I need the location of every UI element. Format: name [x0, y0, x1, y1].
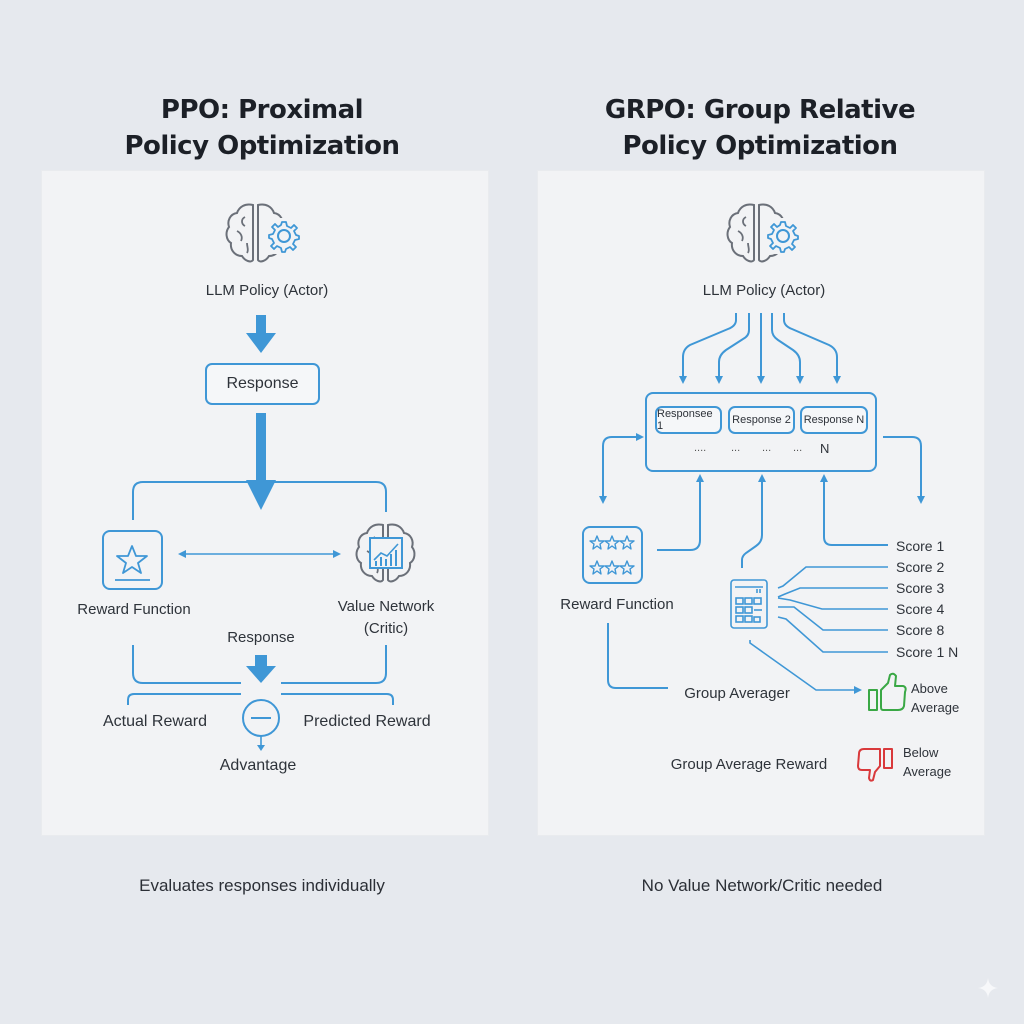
grpo-score-4: Score 4: [896, 601, 945, 617]
ppo-policy-label: LLM Policy (Actor): [205, 282, 329, 299]
grpo-response-2: Response 2: [728, 406, 795, 434]
grpo-group-averager-label: Group Averager: [684, 685, 790, 702]
grpo-calculator-icon: [730, 579, 768, 629]
ppo-arrow-response-down: [246, 413, 276, 510]
grpo-thumbs-down-icon: [857, 748, 893, 782]
ppo-actual-reward-label: Actual Reward: [102, 713, 208, 730]
ppo-left-lower-connector: [132, 645, 241, 684]
ppo-value-network-line2: (Critic): [363, 620, 409, 637]
grpo-thumbs-up-icon: [868, 672, 907, 711]
ppo-brain-chart-icon: [355, 523, 416, 583]
ppo-caption: Evaluates responses individually: [139, 876, 385, 895]
ppo-arrow-response-to-advantage: [246, 655, 276, 683]
ppo-title-line2: Policy Optimization: [124, 131, 400, 161]
grpo-response-1: Responsee 1: [655, 406, 722, 434]
grpo-policy-label: LLM Policy (Actor): [702, 282, 826, 299]
ppo-branch-connector: [132, 481, 387, 520]
grpo-group-average-reward-label: Group Average Reward: [670, 756, 828, 773]
grpo-above-line2: Average: [911, 700, 960, 715]
grpo-above-line1: Above: [911, 681, 948, 696]
grpo-response-n: Response N: [800, 406, 868, 434]
ppo-minus-circle-icon: [242, 699, 280, 751]
grpo-calculator-to-above: [749, 640, 862, 694]
grpo-ellipsis-3: ...: [762, 442, 772, 454]
grpo-right-down-arrow: [883, 436, 925, 504]
ppo-arrow-policy-to-response: [246, 315, 276, 353]
ppo-value-network-line1: Value Network: [337, 598, 435, 615]
grpo-score-1: Score 1: [896, 538, 945, 554]
grpo-below-average-label: Below Average: [903, 743, 951, 781]
grpo-ellipsis-2: ...: [731, 442, 741, 454]
grpo-up-arrow-calculator: [741, 474, 766, 568]
grpo-fanout-arrows: [679, 313, 841, 384]
grpo-score-lines: [777, 566, 888, 653]
grpo-ellipsis-1: ....: [694, 442, 707, 454]
ppo-value-network-label: Value Network (Critic): [338, 596, 434, 640]
ppo-panel: [41, 170, 489, 836]
grpo-below-line1: Below: [903, 745, 939, 760]
sparkle-icon: [978, 978, 998, 998]
grpo-below-line2: Average: [903, 764, 952, 779]
grpo-score-3: Score 3: [896, 580, 945, 596]
grpo-brain-gear-icon: [726, 203, 802, 263]
ppo-reward-function-label: Reward Function: [77, 601, 191, 618]
grpo-title: GRPO: Group Relative Policy Optimization: [540, 92, 980, 164]
ppo-brain-gear-icon: [225, 203, 302, 263]
grpo-reward-to-averager: [607, 623, 668, 689]
grpo-score-8: Score 8: [896, 622, 945, 638]
grpo-response-group-box: [645, 392, 877, 472]
grpo-score-1n: Score 1 N: [896, 644, 959, 660]
grpo-reward-function-label: Reward Function: [560, 596, 674, 613]
grpo-n-label: N: [820, 441, 830, 456]
ppo-star-icon: [102, 530, 163, 590]
grpo-up-arrow-scores: [820, 474, 888, 546]
ppo-response-box: Response: [205, 363, 320, 405]
grpo-title-line2: Policy Optimization: [622, 131, 898, 161]
grpo-ellipsis-4: ...: [793, 442, 803, 454]
grpo-caption: No Value Network/Critic needed: [641, 876, 883, 895]
grpo-above-average-label: Above Average: [911, 679, 959, 717]
ppo-predicted-reward-label: Predicted Reward: [303, 713, 431, 730]
ppo-actual-bracket: [127, 693, 241, 705]
grpo-score-2: Score 2: [896, 559, 945, 575]
grpo-up-arrow-reward: [657, 474, 704, 551]
grpo-title-line1: GRPO: Group Relative: [604, 95, 916, 125]
ppo-title: PPO: Proximal Policy Optimization: [42, 92, 482, 164]
grpo-left-loop-arrow: [599, 436, 641, 504]
ppo-response-label: Response: [227, 629, 295, 646]
ppo-advantage-label: Advantage: [219, 757, 297, 774]
ppo-title-line1: PPO: Proximal: [160, 95, 364, 125]
grpo-stars-icon: [582, 526, 643, 584]
ppo-predicted-bracket: [281, 693, 394, 705]
ppo-right-lower-connector: [281, 645, 387, 684]
ppo-double-arrow: [178, 550, 341, 558]
